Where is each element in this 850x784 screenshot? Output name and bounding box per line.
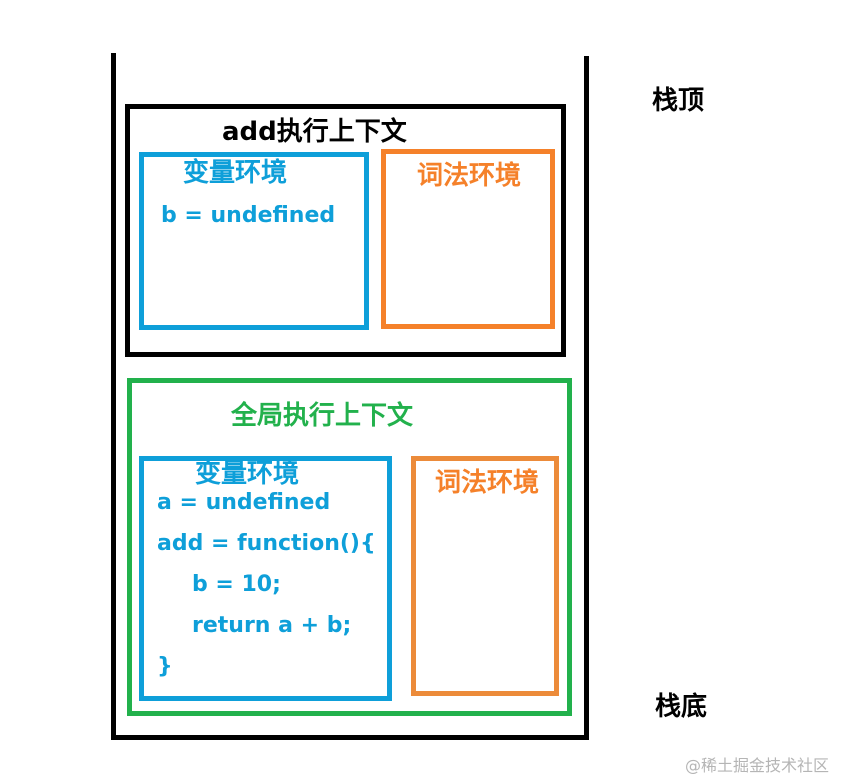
global-var-line-close-brace: } — [157, 654, 173, 679]
global-execution-context — [127, 378, 572, 716]
stack-top-label: 栈顶 — [652, 86, 705, 116]
add-variable-environment-title: 变量环境 — [183, 158, 288, 188]
global-lexical-environment-title: 词法环境 — [435, 468, 540, 498]
global-var-line-return: return a + b; — [192, 613, 352, 638]
global-context-title: 全局执行上下文 — [231, 401, 414, 431]
watermark: @稀土掘金技术社区 — [685, 756, 830, 775]
call-stack-bottom-wall — [111, 735, 589, 740]
call-stack-right-wall — [584, 56, 589, 740]
global-var-line-add: add = function(){ — [157, 531, 376, 556]
stack-bottom-label: 栈底 — [655, 692, 708, 722]
add-variable-environment — [139, 152, 369, 330]
global-var-line-b-assign: b = 10; — [192, 572, 281, 597]
global-lexical-environment — [411, 456, 559, 696]
add-execution-context — [125, 104, 566, 357]
global-variable-environment-title: 变量环境 — [195, 459, 300, 489]
global-variable-environment — [139, 456, 392, 701]
add-lexical-environment — [381, 149, 555, 329]
global-var-line-a: a = undefined — [157, 490, 331, 515]
add-context-title: add执行上下文 — [222, 117, 407, 147]
add-lexical-environment-title: 词法环境 — [417, 161, 522, 191]
add-var-line-b: b = undefined — [161, 203, 336, 228]
call-stack-left-wall — [111, 53, 116, 740]
